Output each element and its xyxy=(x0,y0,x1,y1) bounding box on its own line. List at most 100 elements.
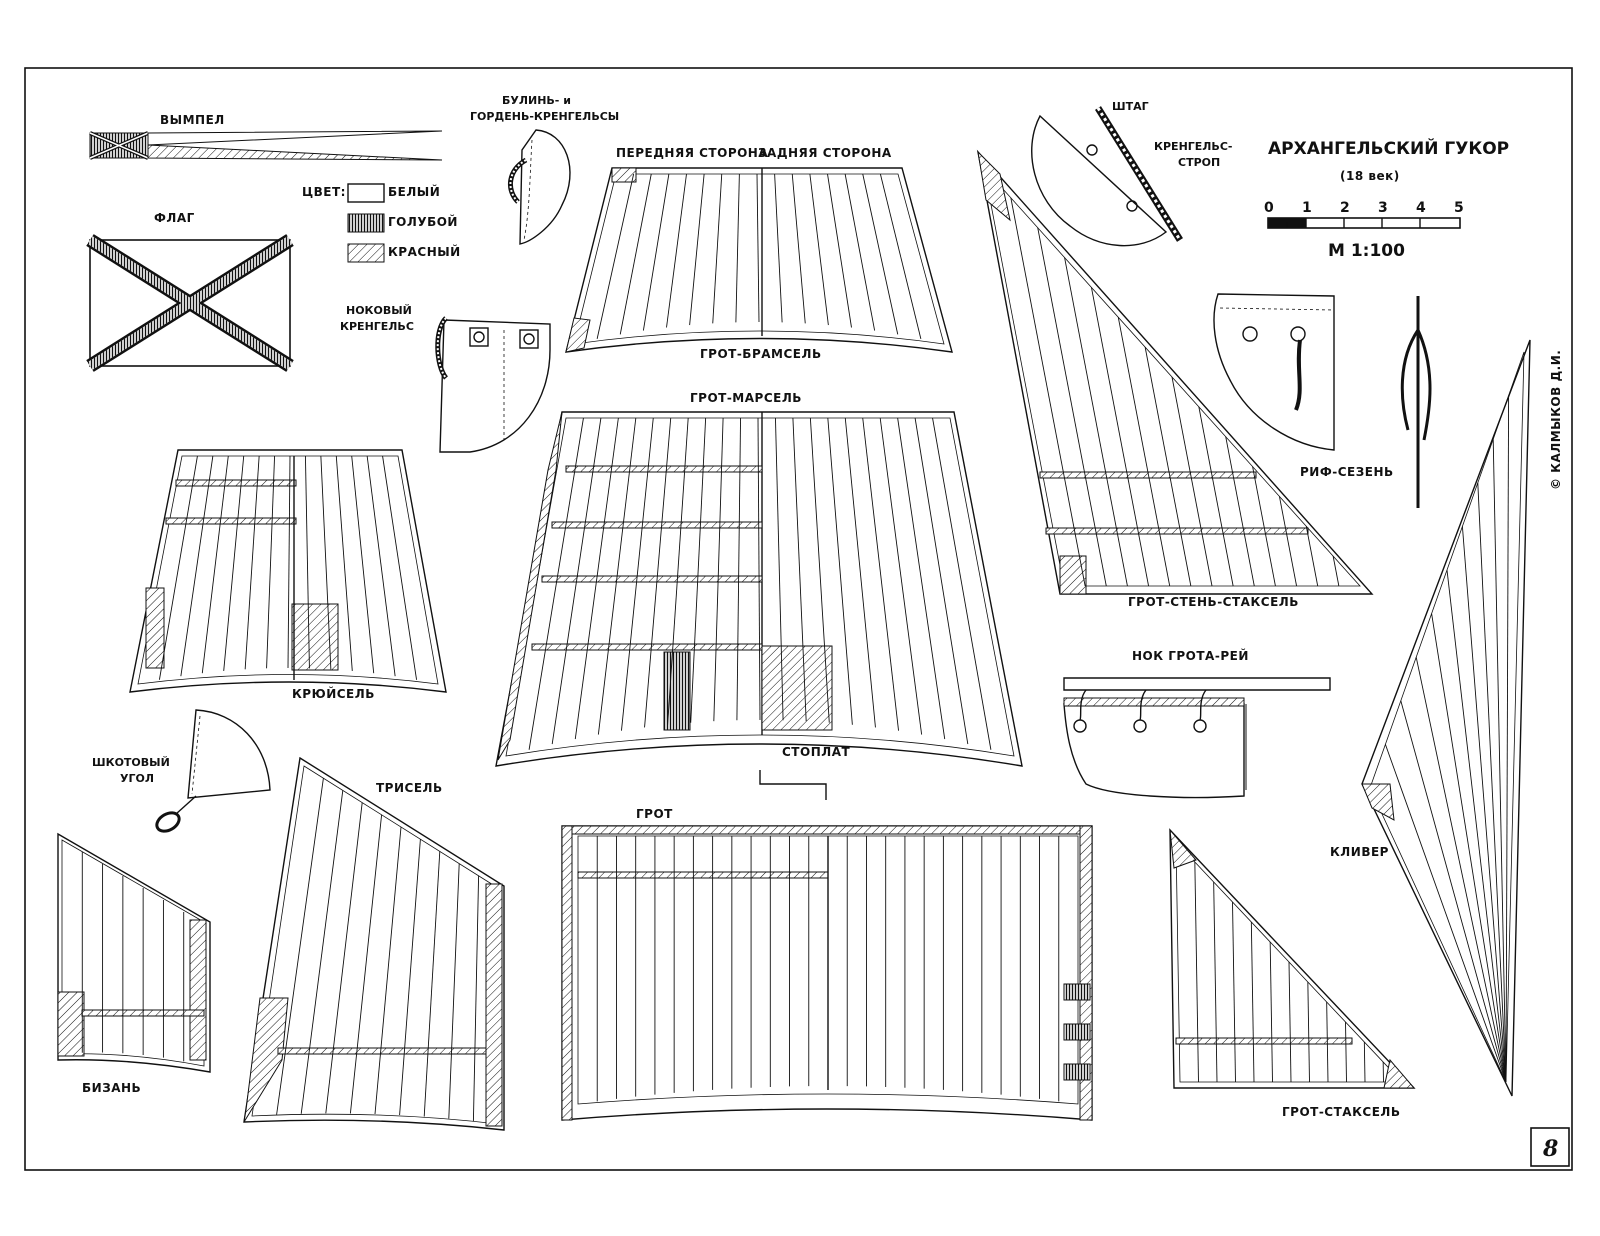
sail-seam xyxy=(932,417,992,750)
sail-seam xyxy=(791,173,806,324)
sail-seam xyxy=(844,173,876,331)
sail-seam xyxy=(1144,347,1192,587)
sail-seam xyxy=(1431,613,1507,1083)
sail-seam xyxy=(1326,1001,1329,1083)
legend-swatch-blue xyxy=(347,213,385,233)
topmast-staysail xyxy=(976,149,1374,595)
scale-ratio: М 1:100 xyxy=(1328,241,1405,261)
sail-seam xyxy=(757,417,761,721)
sail-seam xyxy=(1363,1041,1366,1083)
topgallant-sail xyxy=(565,167,953,353)
sail-seam xyxy=(1461,526,1507,1083)
flag-label: ФЛАГ xyxy=(154,211,195,225)
cringle-strop-label-2: СТРОП xyxy=(1178,156,1220,169)
sheet-frame xyxy=(24,67,1573,1171)
sail-seam xyxy=(1415,657,1507,1083)
sail-seam xyxy=(1400,700,1507,1083)
topgallant-label: ГРОТ-БРАМСЕЛЬ xyxy=(700,347,822,361)
sail-seam xyxy=(1198,406,1234,587)
jib-label: КЛИВЕР xyxy=(1330,845,1389,859)
sail-seam xyxy=(642,173,670,331)
sail-seam xyxy=(619,173,652,335)
sail-seam xyxy=(712,173,723,324)
sail-seam xyxy=(1345,1021,1347,1083)
sail-seam xyxy=(1213,881,1218,1083)
sail-seam xyxy=(1250,921,1255,1083)
sail-seam xyxy=(276,778,324,1115)
sail-seam xyxy=(574,417,619,740)
nock-cringle-label: НОКОВЫЙ xyxy=(346,304,412,317)
stoplat-label: СТОПЛАТ xyxy=(782,745,850,759)
reef-point-label: РИФ-СЕЗЕНЬ xyxy=(1300,465,1394,479)
sail-seam xyxy=(180,455,214,677)
sail-seams xyxy=(81,173,1510,1122)
main-staysail xyxy=(1169,828,1416,1089)
sail-seam xyxy=(596,173,635,339)
sail-seam xyxy=(551,417,602,745)
front-side-label: ПЕРЕДНЯЯ СТОРОНА xyxy=(616,146,768,160)
sail-seam xyxy=(448,863,460,1119)
sail-seam xyxy=(1225,436,1255,587)
sail-seam xyxy=(1037,227,1107,587)
trysail-sail xyxy=(243,756,505,1131)
sail-seam xyxy=(382,455,418,680)
sheet-corner-drawing xyxy=(155,709,271,833)
sail-seam xyxy=(774,173,783,323)
trysail-label: ТРИСЕЛЬ xyxy=(376,781,443,795)
main-staysail-label: ГРОТ-СТАКСЕЛЬ xyxy=(1282,1105,1401,1119)
sail-seam xyxy=(201,455,229,674)
sail-seam xyxy=(809,173,829,326)
topsail-label: ГРОТ-МАРСЕЛЬ xyxy=(690,391,802,405)
sail-seam xyxy=(304,455,310,669)
back-side-label: ЗАДНЯЯ СТОРОНА xyxy=(758,146,892,160)
sail-seam xyxy=(1384,744,1507,1083)
sail-seam xyxy=(666,173,687,328)
mizzen-label: БИЗАНЬ xyxy=(82,1081,141,1095)
sail-seam xyxy=(667,417,689,725)
sail-seam xyxy=(1505,395,1510,1083)
sail-seam xyxy=(244,455,260,670)
sail-seam xyxy=(528,417,584,750)
legend-swatch-white xyxy=(347,183,385,203)
sail-seam xyxy=(1090,287,1150,587)
pennant-drawing xyxy=(89,130,443,161)
topmast-staysail-label: ГРОТ-СТЕНЬ-СТАКСЕЛЬ xyxy=(1128,595,1299,609)
sail-seam xyxy=(809,417,830,723)
sail-seam xyxy=(775,417,784,721)
scale-tick-4: 4 xyxy=(1416,200,1426,216)
scale-tick-2: 2 xyxy=(1340,200,1350,216)
sail-seam xyxy=(862,417,899,731)
nock-cringle-label-2: КРЕНГЕЛЬС xyxy=(340,320,414,333)
sail-seam xyxy=(1492,439,1507,1083)
legend-blue-label: ГОЛУБОЙ xyxy=(388,214,458,229)
mainsail-sail xyxy=(561,825,1093,1121)
sail-seam xyxy=(644,417,672,728)
sail-seam xyxy=(325,802,363,1114)
topsail-sail xyxy=(495,411,1023,767)
scale-tick-3: 3 xyxy=(1378,200,1388,216)
sail-seam xyxy=(736,417,741,721)
sail-seam xyxy=(266,455,276,669)
sail-seam xyxy=(399,839,421,1116)
sail-seam xyxy=(1010,197,1086,587)
sail-seam xyxy=(300,790,344,1114)
jib-sail xyxy=(1361,339,1531,1097)
legend-heading: ЦВЕТ: xyxy=(302,185,346,199)
sail-seam xyxy=(735,173,740,323)
sail-seam xyxy=(844,417,876,728)
sail-seam xyxy=(335,455,353,671)
page-number-box xyxy=(1530,1127,1570,1167)
sail-seam xyxy=(879,173,922,339)
sail-seam xyxy=(287,455,291,669)
legend-swatch-red xyxy=(347,243,385,263)
sail-seam xyxy=(1252,466,1276,587)
legend-red-label: КРАСНЫЙ xyxy=(388,244,461,259)
sail-seam xyxy=(223,455,245,671)
scale-bar xyxy=(1267,217,1461,229)
sail-seam xyxy=(351,455,375,674)
stoplat-leader xyxy=(759,770,827,800)
sail-seam xyxy=(621,417,654,731)
stay-cringle-drawing xyxy=(1031,106,1183,247)
sail-seam xyxy=(1288,961,1292,1083)
sail-seam xyxy=(1117,317,1171,587)
